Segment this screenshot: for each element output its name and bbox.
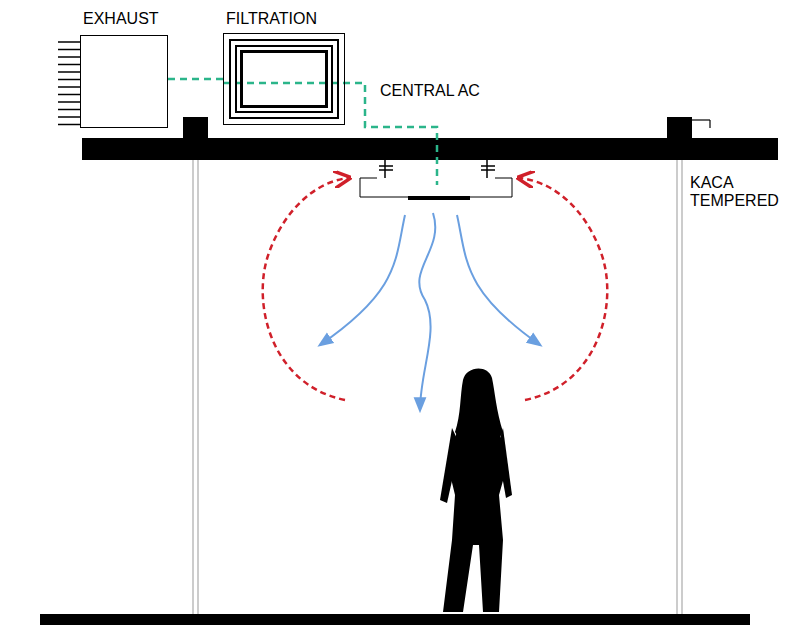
frame-edge	[709, 120, 710, 128]
fin	[58, 64, 80, 66]
floor-slab	[40, 614, 750, 625]
exhaust-fins	[58, 42, 80, 125]
filtration-unit: FILTRATION	[223, 10, 345, 125]
fin	[58, 116, 80, 118]
unit-box	[223, 33, 345, 125]
unit-box	[80, 35, 168, 128]
fin	[58, 86, 80, 88]
glass-wall	[193, 160, 682, 615]
fin	[58, 124, 80, 126]
beam	[667, 117, 692, 139]
supply-air-arrow	[457, 215, 540, 345]
supply-air-arrow	[320, 215, 405, 345]
unit-label: EXHAUST	[80, 10, 168, 28]
fin	[58, 41, 80, 43]
beam	[183, 117, 208, 139]
material-label: KACA TEMPERED	[690, 174, 790, 210]
fin	[58, 101, 80, 103]
supply-air-arrow	[419, 213, 435, 410]
fin	[58, 94, 80, 96]
fin	[58, 109, 80, 111]
fin	[58, 71, 80, 73]
filter-layer	[240, 50, 328, 108]
fin	[58, 56, 80, 58]
filter-layer	[235, 45, 333, 113]
exhaust-unit: EXHAUST	[80, 10, 168, 128]
fin	[58, 49, 80, 51]
fin	[58, 79, 80, 81]
system-label: CENTRAL AC	[380, 82, 480, 100]
ceiling-slab	[82, 138, 778, 160]
return-air-arrow	[263, 178, 348, 400]
frame-edge	[692, 119, 710, 120]
person-silhouette	[440, 368, 512, 612]
ac-unit	[360, 160, 512, 200]
unit-label: FILTRATION	[223, 10, 345, 28]
return-air-arrow	[520, 178, 607, 400]
duct-connector	[168, 78, 223, 81]
